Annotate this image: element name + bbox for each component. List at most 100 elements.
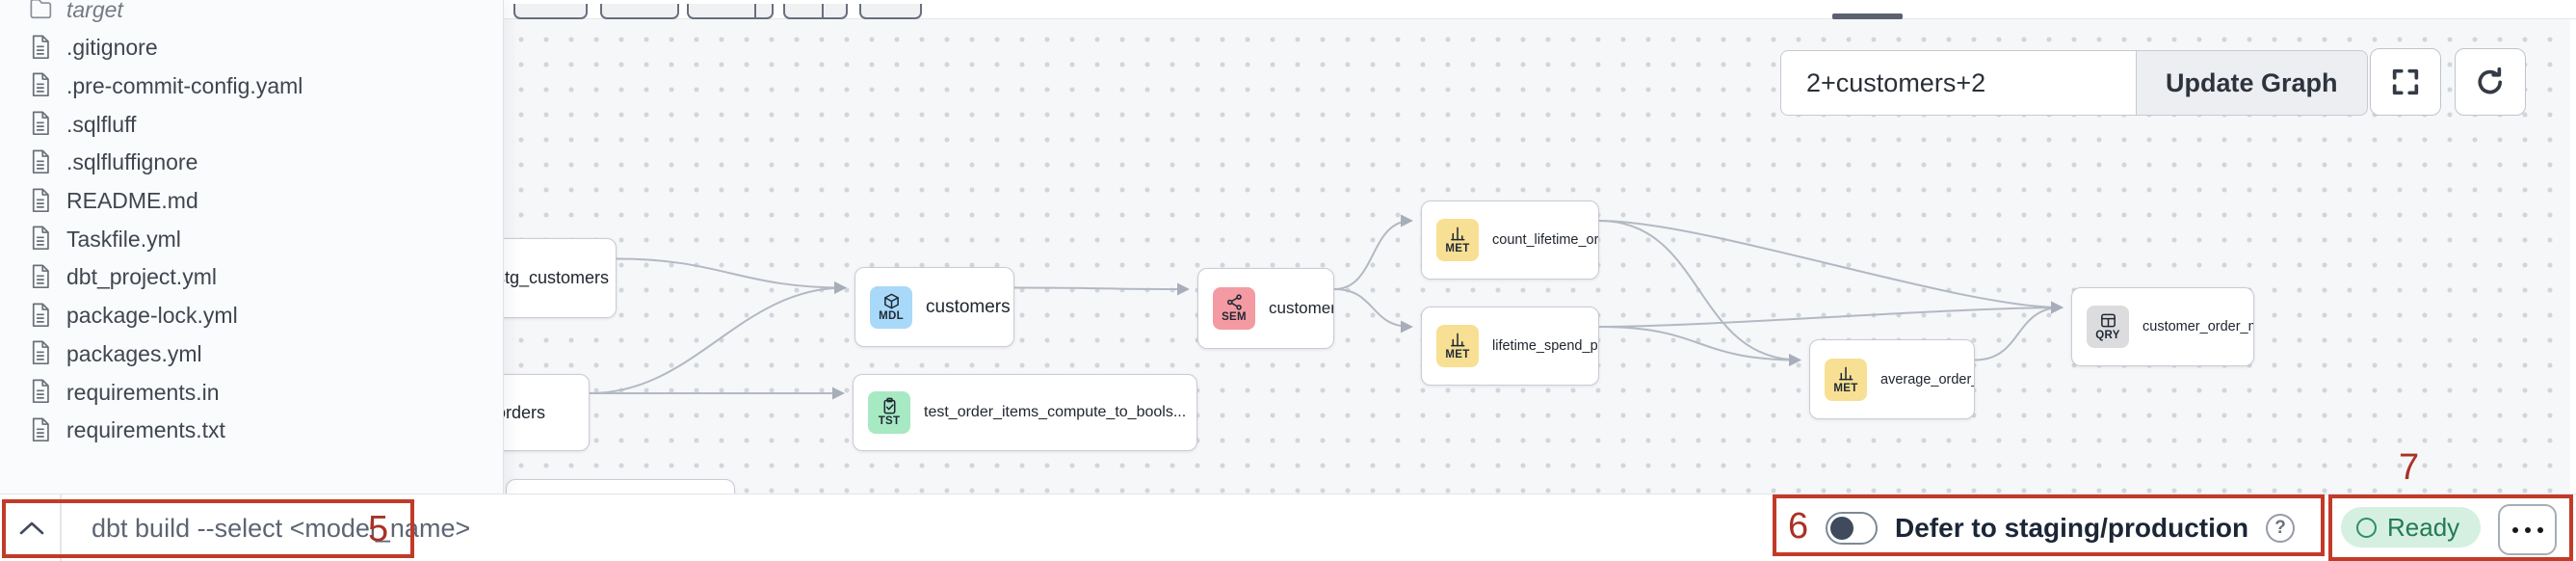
refresh-button[interactable]	[2455, 48, 2526, 116]
graph-selector-group: Update Graph	[1780, 50, 2368, 116]
expand-command-panel-button[interactable]	[12, 508, 52, 548]
status-circle-icon	[2356, 517, 2377, 538]
file-explorer-panel: target .gitignore .pre-commit-config.yaml.…	[0, 0, 504, 494]
edge-spend_pretax-to-avg_order	[1598, 326, 1801, 366]
table-icon	[2100, 313, 2116, 328]
edge-customers_mdl-to-customers_sem	[1013, 282, 1190, 296]
file-row-packages-yml[interactable]: packages.yml	[0, 334, 504, 373]
edge-customers_sem-to-spend_pretax	[1333, 288, 1413, 334]
top-toolbar-cropped	[0, 0, 2576, 19]
file-row-requirements-txt[interactable]: requirements.txt	[0, 412, 504, 450]
status-label: Ready	[2387, 512, 2460, 542]
update-graph-button[interactable]: Update Graph	[2136, 50, 2368, 116]
node-type-tile: MET	[1436, 325, 1479, 367]
file-icon	[32, 303, 49, 327]
defer-label: Defer to staging/production	[1895, 513, 2249, 543]
divider	[60, 494, 62, 561]
node-label: stg_customers	[496, 268, 610, 287]
cropped-toolbar-button-4[interactable]	[783, 4, 848, 19]
node-type-badge: MDL	[879, 309, 904, 322]
cropped-button-divider	[822, 4, 824, 17]
file-name: dbt_project.yml	[66, 264, 217, 290]
file-name: package-lock.yml	[66, 303, 238, 329]
cropped-toolbar-button-1[interactable]	[513, 4, 588, 19]
edge-customers_sem-to-count_orders	[1333, 214, 1413, 290]
cropped-toolbar-button-2[interactable]	[600, 4, 679, 19]
graph-node-count_orders[interactable]: MET count_lifetime_orders	[1421, 200, 1599, 280]
file-row--pre-commit-config-yaml[interactable]: .pre-commit-config.yaml	[0, 67, 504, 105]
node-label: customer_order_metrics	[2142, 319, 2253, 334]
file-row-Taskfile-yml[interactable]: Taskfile.yml	[0, 220, 504, 258]
file-icon	[32, 72, 49, 97]
canvas-right-edge	[2570, 19, 2576, 494]
node-label: count_lifetime_orders	[1492, 232, 1598, 248]
file-name: .pre-commit-config.yaml	[66, 72, 303, 98]
file-row-target[interactable]: target	[0, 0, 504, 29]
file-row-dbt-project-yml[interactable]: dbt_project.yml	[0, 258, 504, 297]
file-icon	[32, 417, 49, 441]
defer-toggle[interactable]	[1826, 512, 1878, 545]
graph-node-customers_mdl[interactable]: MDL customers	[854, 267, 1014, 347]
refresh-icon	[2474, 66, 2507, 98]
cube-icon	[883, 293, 899, 309]
file-icon	[32, 379, 49, 404]
file-name: requirements.in	[66, 379, 220, 405]
status-badge[interactable]: Ready	[2341, 507, 2482, 548]
bars-icon	[1450, 333, 1464, 347]
node-label: customers	[1269, 299, 1333, 317]
dot-icon	[2524, 526, 2531, 533]
node-type-tile: MET	[1436, 219, 1479, 261]
file-icon	[32, 188, 49, 212]
edge-avg_order-to-cust_metrics	[1974, 301, 2063, 361]
file-name: .gitignore	[66, 35, 158, 61]
cropped-toolbar-button-3[interactable]	[687, 4, 774, 19]
cropped-toolbar-button-5[interactable]	[859, 4, 922, 19]
node-type-tile: TST	[868, 391, 910, 434]
branch-icon	[1226, 294, 1242, 310]
node-type-badge: QRY	[2095, 330, 2120, 342]
file-row-package-lock-yml[interactable]: package-lock.yml	[0, 297, 504, 335]
toggle-knob	[1830, 517, 1853, 540]
node-label: test_order_items_compute_to_bools...	[924, 404, 1187, 420]
graph-selector-input[interactable]	[1780, 50, 2136, 116]
edge-orders-to-customers_mdl	[589, 281, 847, 394]
command-input[interactable]: dbt build --select <model_name>	[92, 513, 471, 543]
bottom-command-bar: dbt build --select <model_name> Defer to…	[0, 494, 2576, 561]
chevron-up-icon	[19, 521, 44, 535]
file-name: packages.yml	[66, 340, 202, 366]
file-row-requirements-in[interactable]: requirements.in	[0, 373, 504, 412]
file-row--sqlfluffignore[interactable]: .sqlfluffignore	[0, 144, 504, 182]
file-row--sqlfluff[interactable]: .sqlfluff	[0, 105, 504, 144]
file-name: .sqlfluffignore	[66, 149, 198, 175]
file-icon	[32, 149, 49, 174]
file-name: .sqlfluff	[66, 111, 137, 137]
edge-stg_customers-to-customers_mdl	[616, 257, 847, 294]
fullscreen-button[interactable]	[2370, 48, 2441, 116]
node-type-badge: MET	[1445, 349, 1470, 361]
file-name: Taskfile.yml	[66, 226, 181, 252]
more-options-button[interactable]	[2498, 504, 2557, 555]
file-row-README-md[interactable]: README.md	[0, 182, 504, 221]
file-icon	[32, 264, 49, 288]
node-type-tile: QRY	[2087, 306, 2129, 348]
file-icon	[32, 340, 49, 365]
node-type-badge: MET	[1833, 382, 1858, 394]
cropped-button-divider	[754, 4, 756, 17]
help-icon[interactable]: ?	[2266, 514, 2296, 543]
fullscreen-icon	[2389, 66, 2422, 98]
dot-icon	[2511, 526, 2518, 533]
graph-node-test_bools[interactable]: TST test_order_items_compute_to_bools...	[853, 374, 1197, 451]
file-row--gitignore[interactable]: .gitignore	[0, 29, 504, 67]
bars-icon	[1838, 366, 1853, 381]
graph-node-cust_metrics[interactable]: QRY customer_order_metrics	[2071, 287, 2254, 366]
node-type-badge: TST	[878, 415, 901, 428]
node-label: orders	[496, 402, 546, 422]
active-tab-indicator	[1832, 13, 1903, 19]
dot-icon	[2537, 526, 2543, 533]
node-type-tile: MDL	[870, 285, 912, 329]
node-label: customers	[926, 296, 1011, 317]
graph-node-customers_sem[interactable]: SEMcustomers	[1197, 268, 1334, 349]
